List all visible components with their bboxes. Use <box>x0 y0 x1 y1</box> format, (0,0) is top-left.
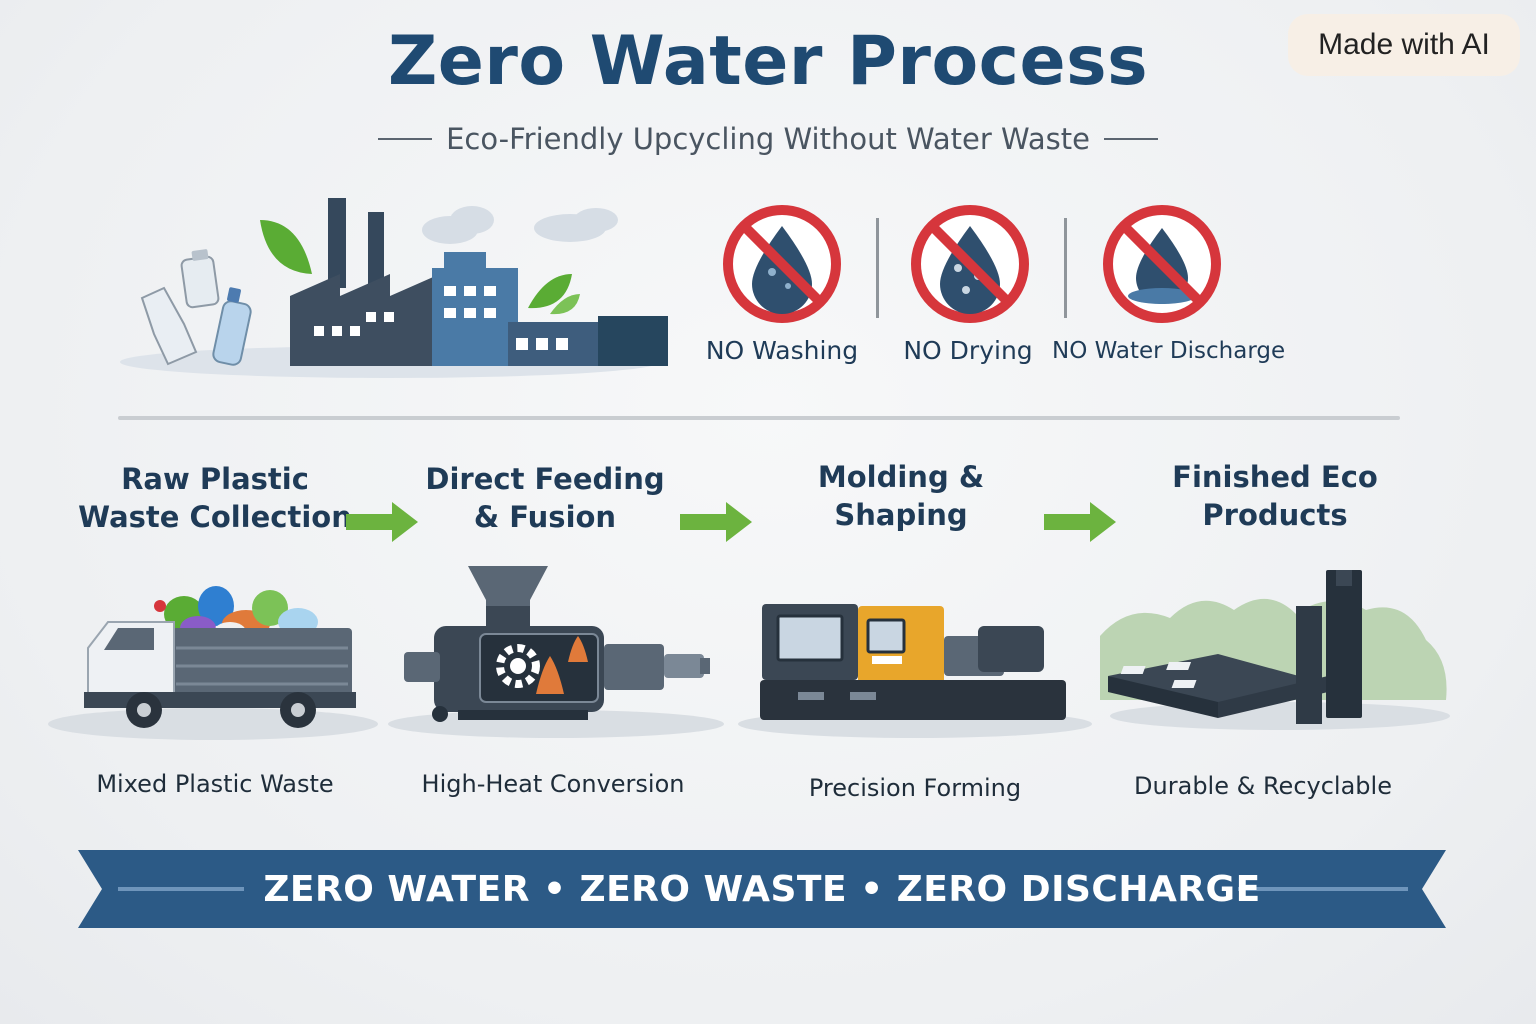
step-3-title-line2: Shaping <box>834 498 968 532</box>
no-water-discharge-label: NO Water Discharge <box>1052 338 1286 364</box>
made-with-ai-badge: Made with AI <box>1288 14 1520 76</box>
post-icon <box>1296 570 1362 724</box>
step-2-title: Direct Feeding & Fusion <box>400 460 690 536</box>
step-1-title-line2: Waste Collection <box>78 500 352 534</box>
step-4-caption: Durable & Recyclable <box>1134 772 1392 800</box>
step-1-caption: Mixed Plastic Waste <box>96 770 334 798</box>
no-washing-icon <box>723 205 841 323</box>
step-3-caption: Precision Forming <box>808 774 1022 802</box>
arrow-right-icon <box>1044 502 1116 542</box>
step-3-title-line1: Molding & <box>817 460 985 494</box>
arrow-right-icon <box>346 502 418 542</box>
separator <box>1064 218 1067 318</box>
subtitle-rule-left <box>378 138 433 140</box>
no-drying-icon <box>911 205 1029 323</box>
no-washing-label: NO Washing <box>705 336 859 365</box>
arrow-right-icon <box>680 502 752 542</box>
step-4-title: Finished Eco Products <box>1130 458 1420 534</box>
plastic-bottles-icon <box>140 249 252 366</box>
gear-icon <box>496 644 540 688</box>
footer-banner-text: ZERO WATER • ZERO WASTE • ZERO DISCHARGE <box>263 868 1261 910</box>
subtitle-row: Eco-Friendly Upcycling Without Water Was… <box>0 122 1536 156</box>
step-1-title: Raw Plastic Waste Collection <box>70 460 360 536</box>
factory-illustration <box>120 198 668 378</box>
no-water-discharge-icon <box>1103 205 1221 323</box>
subtitle-rule-right <box>1103 138 1158 140</box>
step-2-caption: High-Heat Conversion <box>421 770 685 798</box>
leaf-icon <box>260 220 580 315</box>
molten-plastic-icon <box>536 656 564 694</box>
page-title: Zero Water Process <box>387 22 1149 101</box>
step-2-title-line1: Direct Feeding <box>425 462 665 496</box>
molding-machine-icon <box>738 604 1092 738</box>
garbage-truck-icon <box>48 586 378 740</box>
footer-banner <box>78 850 1446 928</box>
step-2-title-line2: & Fusion <box>473 500 617 534</box>
section-divider <box>118 416 1400 420</box>
pallet-products-icon <box>1100 570 1450 730</box>
separator <box>876 218 879 318</box>
subtitle: Eco-Friendly Upcycling Without Water Was… <box>446 122 1090 156</box>
factory-building-icon <box>290 198 668 366</box>
no-drying-label: NO Drying <box>903 336 1033 365</box>
extruder-machine-icon <box>388 566 724 738</box>
step-4-title-line2: Products <box>1202 498 1348 532</box>
step-1-title-line1: Raw Plastic <box>121 462 309 496</box>
cloud-icon <box>422 206 618 244</box>
step-4-title-line1: Finished Eco <box>1172 460 1378 494</box>
step-3-title: Molding & Shaping <box>756 458 1046 534</box>
